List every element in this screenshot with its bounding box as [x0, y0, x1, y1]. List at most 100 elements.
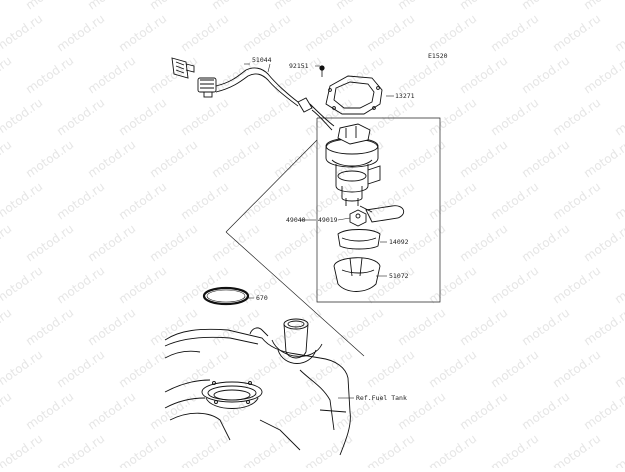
watermark-text: motod.ru — [519, 137, 572, 180]
watermark-text: motod.ru — [240, 347, 293, 390]
watermark-text: motod.ru — [426, 263, 479, 306]
label-49019: 49019 — [318, 216, 338, 224]
watermark-text: motod.ru — [581, 221, 625, 264]
watermark-text: motod.ru — [333, 305, 386, 348]
watermark-text: motod.ru — [333, 0, 386, 12]
watermark-text: motod.ru — [178, 95, 231, 138]
label-92151: 92151 — [289, 62, 309, 70]
watermark-text: motod.ru — [0, 389, 14, 432]
watermark-text: motod.ru — [550, 431, 603, 468]
part-49019 — [349, 209, 367, 227]
watermark-text: motod.ru — [85, 305, 138, 348]
watermark-text: motod.ru — [550, 95, 603, 138]
watermark-text: motod.ru — [209, 0, 262, 12]
fuel-pump-assembly — [325, 123, 405, 223]
watermark-text: motod.ru — [488, 263, 541, 306]
watermark-text: motod.ru — [178, 11, 231, 54]
watermark-text: motod.ru — [0, 221, 14, 264]
watermark-text: motod.ru — [209, 221, 262, 264]
watermark-text: motod.ru — [426, 11, 479, 54]
watermark-text: motod.ru — [178, 347, 231, 390]
watermark-text: motod.ru — [364, 179, 417, 222]
watermark-text: motod.ru — [178, 431, 231, 468]
watermark-text: motod.ru — [426, 347, 479, 390]
o-ring-670 — [202, 286, 250, 306]
watermark-text: motod.ru — [612, 11, 625, 54]
label-670: 670 — [256, 294, 268, 302]
watermark-text: motod.ru — [85, 0, 138, 12]
watermark-text: motod.ru — [581, 53, 625, 96]
watermark-text: motod.ru — [23, 389, 76, 432]
watermark-text: motod.ru — [54, 95, 107, 138]
watermark-text: motod.ru — [426, 95, 479, 138]
fuel-tank — [164, 318, 351, 456]
watermark-text: motod.ru — [23, 53, 76, 96]
label-49040: 49040 — [286, 216, 306, 224]
watermark-text: motod.ru — [426, 431, 479, 468]
filter-cover-14092 — [337, 229, 381, 250]
watermark-text: motod.ru — [85, 137, 138, 180]
watermark-text: motod.ru — [23, 137, 76, 180]
watermark-text: motod.ru — [364, 347, 417, 390]
watermark-text: motod.ru — [147, 137, 200, 180]
watermark-text: motod.ru — [54, 263, 107, 306]
diagram-code: E1520 — [428, 52, 448, 60]
watermark-text: motod.ru — [457, 221, 510, 264]
watermark-text: motod.ru — [302, 347, 355, 390]
watermark-text: motod.ru — [457, 0, 510, 12]
watermark-text: motod.ru — [209, 305, 262, 348]
watermark-text: motod.ru — [209, 137, 262, 180]
watermark-text: motod.ru — [457, 305, 510, 348]
label-51044: 51044 — [252, 56, 272, 64]
watermark-text: motod.ru — [488, 179, 541, 222]
watermark-text: motod.ru — [147, 53, 200, 96]
watermark-text: motod.ru — [519, 389, 572, 432]
label-13271: 13271 — [395, 92, 415, 100]
watermark-text: motod.ru — [488, 431, 541, 468]
watermark-text: motod.ru — [85, 221, 138, 264]
watermark-text: motod.ru — [488, 11, 541, 54]
filter-51072 — [333, 257, 381, 292]
watermark-text: motod.ru — [612, 179, 625, 222]
screw-92151 — [319, 65, 325, 77]
watermark-text: motod.ru — [147, 389, 200, 432]
watermark-text: motod.ru — [457, 389, 510, 432]
watermark-text: motod.ru — [519, 221, 572, 264]
watermark-text: motod.ru — [147, 305, 200, 348]
label-51072: 51072 — [389, 272, 409, 280]
watermark-text: motod.ru — [116, 431, 169, 468]
wiring-harness-51044 — [171, 57, 335, 131]
watermark-text: motod.ru — [457, 137, 510, 180]
watermark-text: motod.ru — [333, 53, 386, 96]
watermark-text: motod.ru — [54, 179, 107, 222]
watermark-text: motod.ru — [116, 179, 169, 222]
watermark-text: motod.ru — [519, 305, 572, 348]
watermark-text: motod.ru — [395, 305, 448, 348]
watermark-text: motod.ru — [54, 11, 107, 54]
watermark-text: motod.ru — [488, 347, 541, 390]
watermark-text: motod.ru — [54, 347, 107, 390]
watermark-text: motod.ru — [0, 179, 45, 222]
watermark-text: motod.ru — [581, 137, 625, 180]
watermark-text: motod.ru — [147, 221, 200, 264]
watermark-text: motod.ru — [488, 95, 541, 138]
watermark-text: motod.ru — [116, 347, 169, 390]
watermark-text: motod.ru — [612, 263, 625, 306]
watermark-text: motod.ru — [550, 179, 603, 222]
watermark-text: motod.ru — [612, 431, 625, 468]
watermark-text: motod.ru — [364, 431, 417, 468]
watermark-text: motod.ru — [550, 263, 603, 306]
watermark-text: motod.ru — [0, 53, 14, 96]
watermark-text: motod.ru — [395, 0, 448, 12]
watermark-text: motod.ru — [240, 11, 293, 54]
watermark-text: motod.ru — [0, 347, 45, 390]
watermark-text: motod.ru — [85, 389, 138, 432]
watermark-text: motod.ru — [178, 263, 231, 306]
watermark-text: motod.ru — [302, 11, 355, 54]
watermark-text: motod.ru — [550, 347, 603, 390]
watermark-text: motod.ru — [0, 0, 14, 12]
watermark-text: motod.ru — [0, 137, 14, 180]
watermark-text: motod.ru — [0, 431, 45, 468]
